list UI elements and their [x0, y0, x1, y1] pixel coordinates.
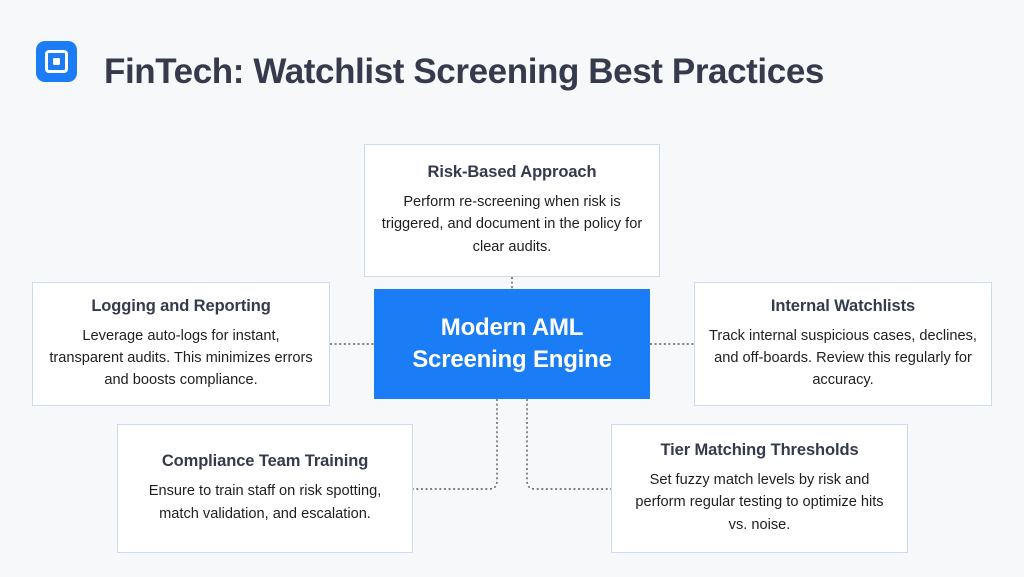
node-title: Tier Matching Thresholds: [660, 441, 859, 460]
connector-bottom-right: [526, 399, 611, 490]
node-body: Ensure to train staff on risk spotting, …: [148, 483, 382, 522]
center-node-modern-aml-screening-engine[interactable]: Modern AML Screening Engine: [374, 289, 650, 399]
node-card-logging-and-reporting[interactable]: Logging and Reporting Leverage auto-logs…: [32, 282, 330, 406]
node-card-internal-watchlists[interactable]: Internal Watchlists Track internal suspi…: [694, 282, 992, 406]
node-title: Compliance Team Training: [161, 452, 369, 471]
rounded-square-logo-icon: [36, 41, 77, 82]
center-node-line-2: Screening Engine: [412, 346, 612, 373]
center-node-line-1: Modern AML: [440, 314, 584, 342]
node-title: Logging and Reporting: [91, 296, 271, 315]
node-card-risk-based-approach[interactable]: Risk-Based Approach Perform re-screening…: [364, 144, 660, 277]
connector-bottom-left: [413, 399, 498, 490]
logo-center-dot-shape: [53, 58, 60, 65]
node-card-tier-matching-thresholds[interactable]: Tier Matching Thresholds Set fuzzy match…: [611, 424, 908, 553]
node-body: Leverage auto-logs for instant, transpar…: [49, 327, 313, 389]
node-card-compliance-team-training[interactable]: Compliance Team Training Ensure to train…: [117, 424, 413, 553]
node-body: Track internal suspicious cases, decline…: [709, 327, 977, 389]
node-title: Risk-Based Approach: [427, 163, 597, 182]
node-body: Perform re-screening when risk is trigge…: [381, 194, 643, 255]
logo-ring-shape: [45, 50, 68, 73]
node-body: Set fuzzy match levels by risk and perfo…: [635, 472, 884, 533]
node-title: Internal Watchlists: [770, 296, 916, 315]
page-title: FinTech: Watchlist Screening Best Practi…: [104, 52, 824, 91]
